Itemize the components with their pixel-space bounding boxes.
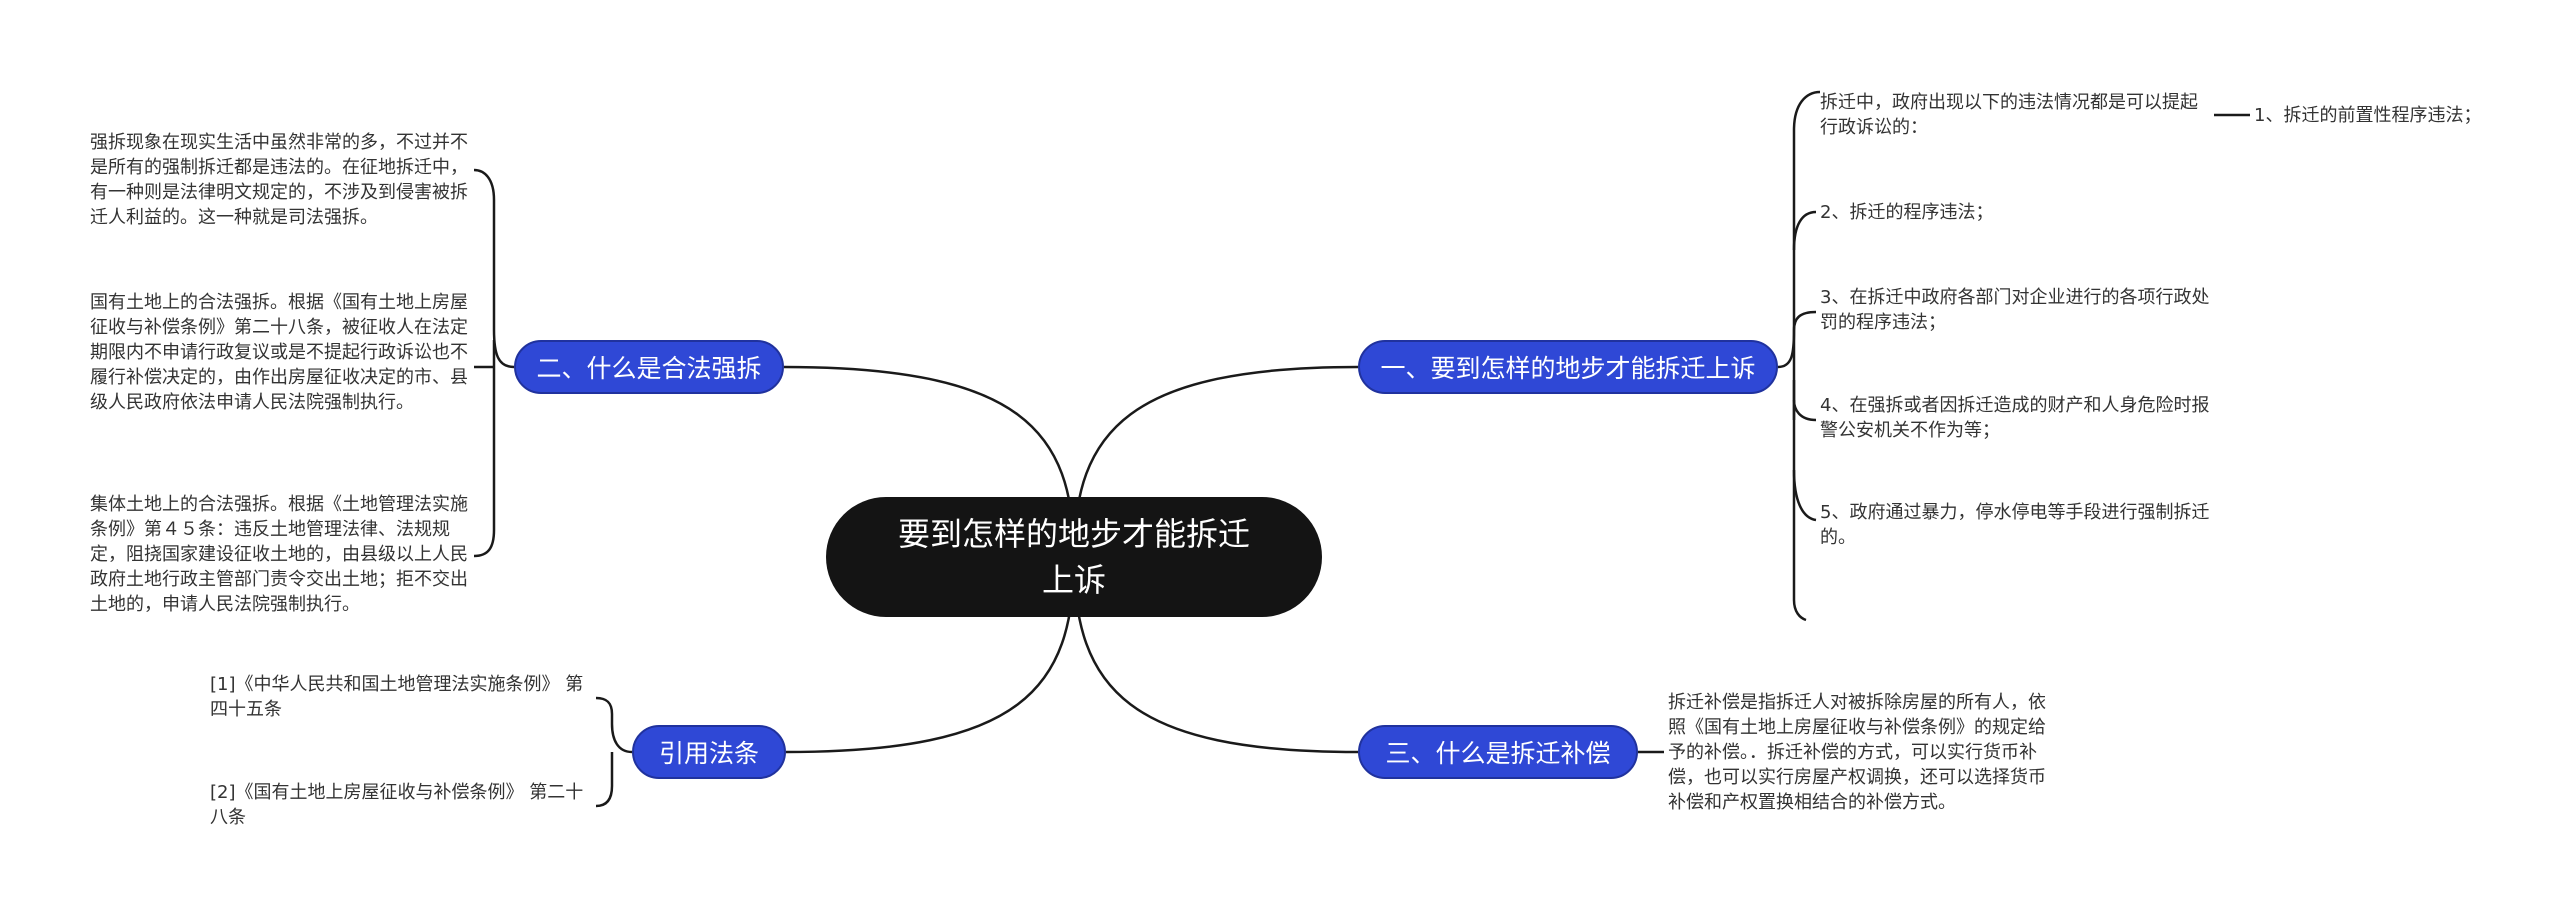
link-b1-bracket: [1777, 90, 1821, 369]
link-b2-bracket-top: [473, 168, 515, 369]
b1-item-2[interactable]: 2、拆迁的程序违法；: [1820, 202, 1994, 223]
b4-item-1[interactable]: [1]《中华人民共和国土地管理法实施条例》 第四十五条: [210, 674, 584, 720]
b2-item-3[interactable]: 集体土地上的合法强拆。根据《土地管理法实施条例》第４５条：违反土地管理法律、法规…: [90, 494, 468, 615]
topic-b3-label: 三、什么是拆迁补偿: [1385, 739, 1611, 768]
link-b4-bracket-bot: [595, 752, 614, 808]
topic-b4[interactable]: 引用法条: [632, 725, 786, 779]
b1-item-1[interactable]: 拆迁中，政府出现以下的违法情况都是可以提起行政诉讼的：: [1820, 92, 2198, 138]
link-b2-bracket-bot: [473, 340, 496, 558]
root-title: 要到怎样的地步才能拆迁上诉: [897, 515, 1250, 599]
link-b4-bracket: [595, 696, 633, 754]
b4-item-2[interactable]: [2]《国有土地上房屋征收与补偿条例》 第二十八条: [210, 782, 584, 828]
topic-b2-label: 二、什么是合法强拆: [536, 354, 762, 383]
topic-b3[interactable]: 三、什么是拆迁补偿: [1358, 725, 1638, 779]
link-b1-item2: [1792, 210, 1817, 251]
b1-sub-item[interactable]: 1、拆迁的前置性程序违法；: [2254, 105, 2482, 126]
link-b1-item4: [1792, 399, 1817, 422]
b1-item-4[interactable]: 4、在强拆或者因拆迁造成的财产和人身危险时报警公安机关不作为等；: [1820, 395, 2210, 441]
topic-b1-label: 一、要到怎样的地步才能拆迁上诉: [1380, 354, 1756, 383]
b3-item-1[interactable]: 拆迁补偿是指拆迁人对被拆除房屋的所有人，依照《国有土地上房屋征收与补偿条例》的规…: [1668, 692, 2046, 813]
topic-b1[interactable]: 一、要到怎样的地步才能拆迁上诉: [1358, 340, 1778, 394]
link-b1-item5: [1792, 469, 1817, 522]
b1-item-5[interactable]: 5、政府通过暴力，停水停电等手段进行强制拆迁的。: [1820, 502, 2210, 548]
link-b1-bracket-low: [1792, 330, 1807, 622]
root-topic[interactable]: 要到怎样的地步才能拆迁上诉: [826, 497, 1322, 617]
b2-item-2[interactable]: 国有土地上的合法强拆。根据《国有土地上房屋征收与补偿条例》第二十八条，被征收人在…: [90, 292, 468, 413]
b1-item-3[interactable]: 3、在拆迁中政府各部门对企业进行的各项行政处罚的程序违法；: [1820, 287, 2210, 333]
b2-item-1[interactable]: 强拆现象在现实生活中虽然非常的多，不过并不是所有的强制拆迁都是违法的。在征地拆迁…: [90, 132, 468, 228]
topic-b2[interactable]: 二、什么是合法强拆: [514, 340, 784, 394]
topic-b4-label: 引用法条: [658, 739, 759, 768]
link-b1-item3: [1792, 310, 1817, 331]
